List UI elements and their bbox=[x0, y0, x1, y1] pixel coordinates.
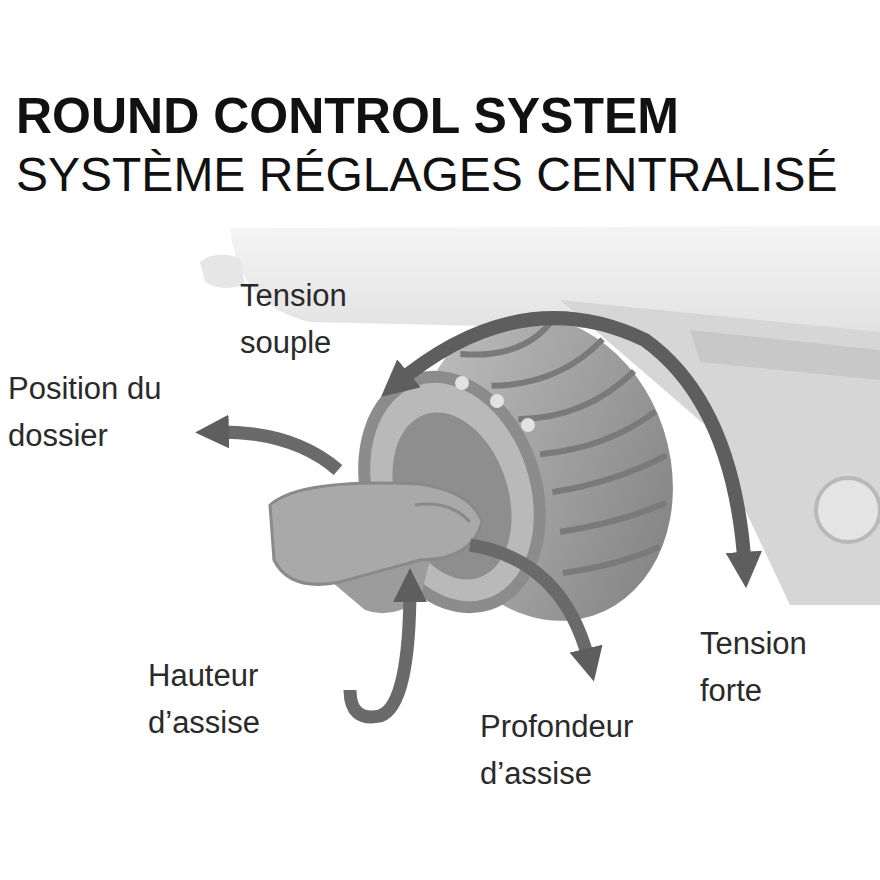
height-arrow bbox=[350, 585, 410, 717]
callout-label: Hauteur d’assise bbox=[148, 652, 308, 746]
callout-label: Tension souple bbox=[240, 272, 390, 366]
housing-rim bbox=[690, 330, 880, 380]
control-lever bbox=[270, 483, 482, 584]
indicator-dot bbox=[455, 376, 469, 390]
seat-edge bbox=[200, 255, 245, 288]
callout-label: Profondeur d’assise bbox=[480, 703, 680, 797]
tension-arrow bbox=[395, 318, 745, 570]
side-button bbox=[816, 478, 880, 542]
depth-arrow bbox=[470, 545, 590, 665]
title: ROUND CONTROL SYSTEM bbox=[16, 86, 876, 146]
callout-label: Position du dossier bbox=[8, 365, 208, 459]
indicator-dot bbox=[521, 418, 535, 432]
indicator-dot bbox=[490, 394, 504, 408]
backrest-arrow bbox=[212, 432, 338, 470]
lever-groove bbox=[415, 504, 470, 522]
callout-label: Tension forte bbox=[700, 620, 840, 714]
subtitle: SYSTÈME RÉGLAGES CENTRALISÉ bbox=[16, 145, 876, 205]
